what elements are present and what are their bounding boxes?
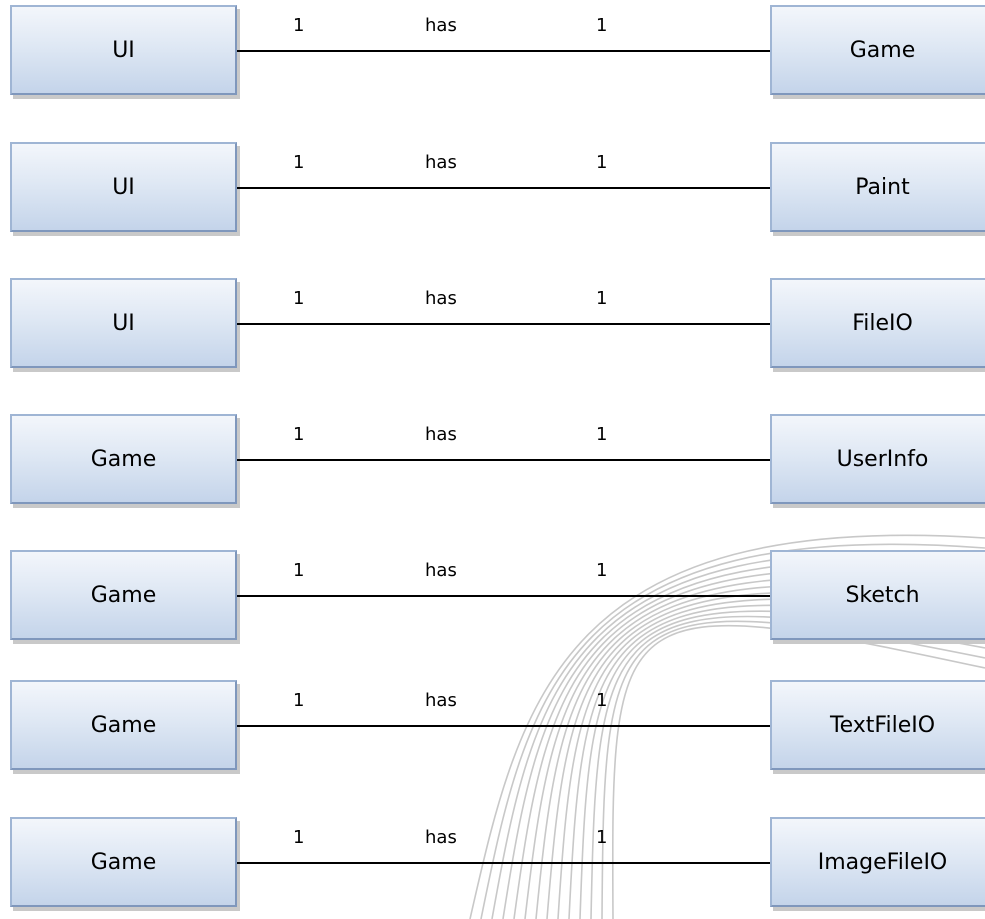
relationship-label: has — [425, 15, 457, 36]
class-name: TextFileIO — [829, 712, 936, 738]
class-box-from: UI — [10, 5, 237, 95]
relationship-row: Game 1 has 1 ImageFileIO — [0, 817, 985, 917]
relationship-row: Game 1 has 1 UserInfo — [0, 414, 985, 514]
right-multiplicity: 1 — [596, 690, 608, 711]
class-box-to: Game — [770, 5, 985, 95]
class-name: Game — [90, 446, 157, 472]
association-line — [237, 187, 770, 189]
left-multiplicity: 1 — [293, 560, 305, 581]
relationship-label: has — [425, 152, 457, 173]
class-name: Game — [90, 582, 157, 608]
class-box-from: UI — [10, 278, 237, 368]
class-name: Game — [90, 849, 157, 875]
relationship-row: UI 1 has 1 Paint — [0, 142, 985, 242]
class-box-from: Game — [10, 817, 237, 907]
class-box-to: ImageFileIO — [770, 817, 985, 907]
association-line — [237, 725, 770, 727]
right-multiplicity: 1 — [596, 15, 608, 36]
left-multiplicity: 1 — [293, 288, 305, 309]
class-name: Sketch — [845, 582, 920, 608]
left-multiplicity: 1 — [293, 152, 305, 173]
relationship-label: has — [425, 288, 457, 309]
class-name: UserInfo — [836, 446, 929, 472]
class-box-to: Sketch — [770, 550, 985, 640]
class-name: UI — [112, 37, 135, 63]
left-multiplicity: 1 — [293, 15, 305, 36]
class-name: ImageFileIO — [817, 849, 948, 875]
class-name: UI — [112, 174, 135, 200]
association-line — [237, 323, 770, 325]
class-box-to: UserInfo — [770, 414, 985, 504]
class-box-to: Paint — [770, 142, 985, 232]
relationship-label: has — [425, 690, 457, 711]
association-line — [237, 50, 770, 52]
right-multiplicity: 1 — [596, 288, 608, 309]
class-box-to: FileIO — [770, 278, 985, 368]
class-box-to: TextFileIO — [770, 680, 985, 770]
association-line — [237, 595, 770, 597]
class-box-from: Game — [10, 550, 237, 640]
relationship-label: has — [425, 560, 457, 581]
right-multiplicity: 1 — [596, 424, 608, 445]
class-name: Paint — [855, 174, 910, 200]
relationship-label: has — [425, 827, 457, 848]
class-name: UI — [112, 310, 135, 336]
association-line — [237, 862, 770, 864]
class-name: FileIO — [852, 310, 913, 336]
relationship-label: has — [425, 424, 457, 445]
relationship-row: UI 1 has 1 Game — [0, 5, 985, 105]
class-box-from: Game — [10, 414, 237, 504]
left-multiplicity: 1 — [293, 424, 305, 445]
right-multiplicity: 1 — [596, 152, 608, 173]
class-name: Game — [90, 712, 157, 738]
relationship-row: Game 1 has 1 TextFileIO — [0, 680, 985, 780]
class-box-from: UI — [10, 142, 237, 232]
class-box-from: Game — [10, 680, 237, 770]
relationship-row: Game 1 has 1 Sketch — [0, 550, 985, 650]
right-multiplicity: 1 — [596, 827, 608, 848]
right-multiplicity: 1 — [596, 560, 608, 581]
association-line — [237, 459, 770, 461]
left-multiplicity: 1 — [293, 827, 305, 848]
relationship-row: UI 1 has 1 FileIO — [0, 278, 985, 378]
class-name: Game — [849, 37, 916, 63]
decorative-curve — [469, 534, 985, 919]
decorative-curve — [480, 543, 985, 919]
left-multiplicity: 1 — [293, 690, 305, 711]
